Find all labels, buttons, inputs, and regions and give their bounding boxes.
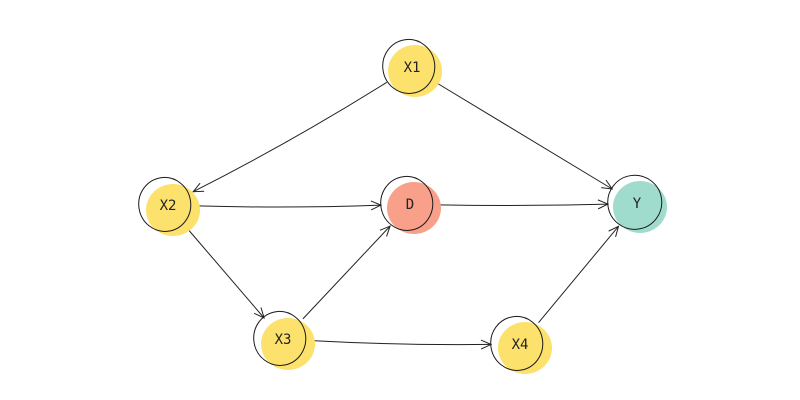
- node-fill: [387, 182, 441, 234]
- node-label: X2: [160, 198, 177, 214]
- node-outline: [253, 310, 307, 366]
- node-label: X4: [512, 337, 529, 353]
- node-label: Y: [633, 196, 642, 212]
- node-fill: [498, 322, 552, 374]
- edge-x2-to-d: [196, 205, 381, 207]
- edge-x3-to-x4: [311, 341, 491, 345]
- edges-layer: [186, 81, 619, 345]
- node-label: D: [406, 197, 414, 213]
- node-outline: [380, 175, 434, 231]
- node-label: X3: [275, 332, 292, 348]
- node-outline: [607, 174, 663, 230]
- edge-x4-to-y: [538, 226, 619, 324]
- edge-x1-to-x2: [193, 81, 388, 191]
- edge-x1-to-y: [436, 82, 612, 189]
- node-fill: [146, 184, 200, 236]
- node-outline: [490, 315, 544, 371]
- edge-d-to-y: [438, 204, 608, 205]
- node-d: D: [380, 175, 441, 234]
- node-fill: [613, 181, 667, 233]
- node-x3: X3: [253, 310, 315, 370]
- node-outline: [382, 38, 436, 94]
- node-outline: [138, 176, 192, 232]
- edge-x2-to-x3: [186, 227, 264, 318]
- node-x1: X1: [382, 38, 442, 97]
- node-x4: X4: [490, 315, 552, 374]
- node-fill: [261, 318, 315, 370]
- node-x2: X2: [138, 176, 200, 236]
- node-y: Y: [607, 174, 667, 233]
- node-label: X1: [404, 60, 421, 76]
- edge-x3-to-d: [302, 226, 390, 320]
